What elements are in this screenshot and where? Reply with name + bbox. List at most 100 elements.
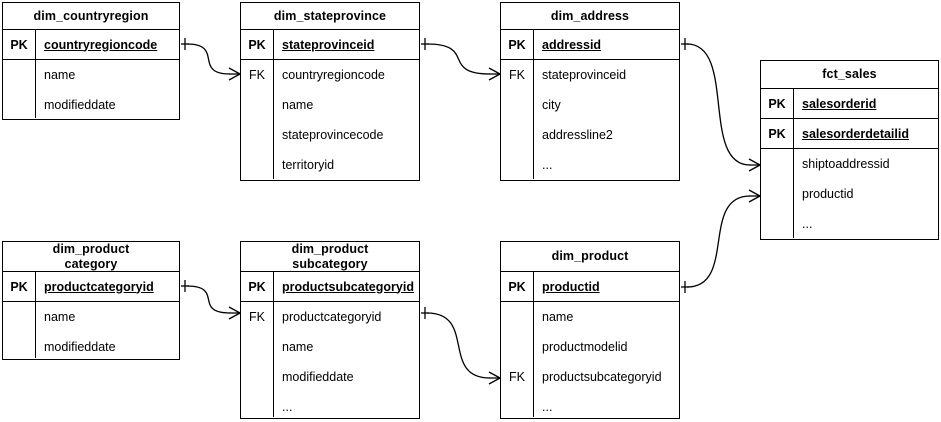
attribute-row[interactable]: name	[3, 60, 179, 90]
attribute-row[interactable]: city	[501, 90, 679, 120]
attribute-row[interactable]: ...	[761, 209, 938, 239]
attribute-row[interactable]: productmodelid	[501, 332, 679, 362]
relationship-countryregion-to-stateprovince[interactable]	[181, 38, 241, 81]
key-column-divider	[533, 30, 534, 179]
attribute-row[interactable]: ...	[241, 392, 419, 422]
attribute-row[interactable]: modifieddate	[3, 90, 179, 120]
attribute-row[interactable]: stateprovincecode	[241, 120, 419, 150]
attribute-name: productid	[542, 279, 600, 294]
attribute-name: modifieddate	[44, 340, 116, 354]
crowsfoot-prong-lower	[488, 377, 501, 385]
attribute-name: productid	[802, 187, 854, 201]
attribute-row[interactable]: name	[3, 302, 179, 332]
foreign-key-label: FK	[249, 310, 265, 324]
foreign-key-label: FK	[509, 370, 525, 384]
primary-key-label: PK	[508, 279, 526, 294]
attribute-row[interactable]: name	[501, 302, 679, 332]
crowsfoot-prong-lower	[228, 312, 241, 320]
key-cell-empty	[241, 362, 273, 392]
crowsfoot-prong-upper	[488, 371, 501, 379]
attribute-name: city	[542, 98, 561, 112]
primary-key-label: PK	[508, 37, 526, 52]
attribute-name: ...	[282, 400, 293, 414]
attribute-name: name	[282, 98, 314, 112]
attribute-row[interactable]: FK stateprovinceid	[501, 60, 679, 90]
relationship-line	[426, 43, 491, 75]
attribute-name: modifieddate	[282, 370, 354, 384]
key-cell-empty	[501, 302, 533, 332]
relationship-productcategory-to-subcategory[interactable]	[181, 280, 241, 320]
attribute-name: countryregioncode	[44, 37, 158, 52]
attribute-name: productsubcategoryid	[282, 279, 414, 294]
attribute-row[interactable]: modifieddate	[241, 362, 419, 392]
relationship-line	[426, 312, 491, 379]
attribute-name: addressid	[542, 37, 602, 52]
attribute-row[interactable]: PK addressid	[501, 30, 679, 60]
key-cell-empty	[3, 90, 35, 120]
attribute-row[interactable]: name	[241, 90, 419, 120]
attribute-name: territoryid	[282, 158, 335, 172]
key-cell-empty	[3, 332, 35, 362]
key-cell-empty	[761, 179, 793, 209]
attribute-row[interactable]: ...	[501, 150, 679, 180]
relationship-product-to-fctsales[interactable]	[681, 189, 761, 293]
relationship-address-to-fctsales[interactable]	[681, 38, 761, 172]
key-cell-empty	[501, 332, 533, 362]
attribute-row[interactable]: name	[241, 332, 419, 362]
attribute-row[interactable]: PK countryregioncode	[3, 30, 179, 60]
attribute-row[interactable]: PK productid	[501, 272, 679, 302]
crowsfoot-prong-upper	[748, 189, 761, 197]
key-column-divider	[35, 30, 36, 118]
key-column-divider	[273, 272, 274, 417]
attribute-name: salesorderdetailid	[802, 126, 909, 141]
foreign-key-label: FK	[509, 68, 525, 82]
key-cell-empty	[241, 90, 273, 120]
entity-attributes-dim_countryregion: PK countryregioncode name modifieddate	[3, 30, 179, 118]
crowsfoot-prong-lower	[748, 195, 761, 203]
attribute-name: stateprovinceid	[542, 68, 627, 82]
attribute-row[interactable]: addressline2	[501, 120, 679, 150]
primary-key-label: PK	[10, 37, 28, 52]
key-cell-empty	[501, 120, 533, 150]
entity-title-dim_productcategory: dim_product category	[3, 242, 179, 272]
relationship-subcategory-to-product[interactable]	[421, 307, 501, 385]
attribute-name: productmodelid	[542, 340, 628, 354]
relationship-stateprovince-to-address[interactable]	[421, 38, 501, 81]
key-column-divider	[35, 272, 36, 358]
attribute-name: stateprovinceid	[282, 37, 375, 52]
crowsfoot-prong-lower	[228, 73, 241, 81]
primary-key-label: PK	[10, 279, 28, 294]
attribute-row[interactable]: ...	[501, 392, 679, 422]
crowsfoot-prong-upper	[748, 158, 761, 166]
crowsfoot-prong-lower	[748, 164, 761, 172]
attribute-row[interactable]: modifieddate	[3, 332, 179, 362]
relationship-line	[686, 195, 751, 288]
attribute-name: name	[44, 68, 76, 82]
attribute-row[interactable]: productid	[761, 179, 938, 209]
attribute-row[interactable]: shiptoaddressid	[761, 149, 938, 179]
attribute-row[interactable]: territoryid	[241, 150, 419, 180]
relationship-line	[686, 43, 751, 166]
key-cell-empty	[501, 150, 533, 180]
attribute-name: name	[542, 310, 574, 324]
